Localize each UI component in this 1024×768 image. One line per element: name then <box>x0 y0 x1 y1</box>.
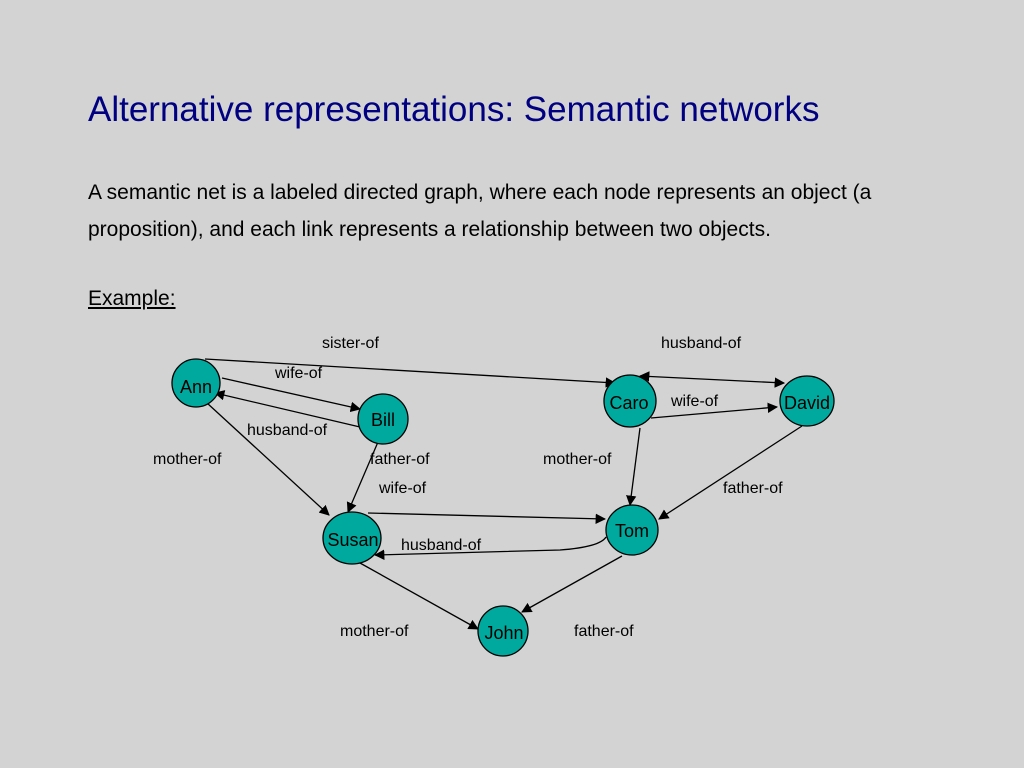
node-tom <box>605 504 659 556</box>
node-bill <box>357 393 409 445</box>
edge-label-husband-of-tom-susan: husband-of <box>401 537 482 554</box>
edge-caro-wife-of-david <box>650 402 779 419</box>
edge-label-wife-of-ann-bill: wife-of <box>274 365 323 382</box>
edge-bill-father-of-susan <box>346 441 379 513</box>
slide-body-text: A semantic net is a labeled directed gra… <box>88 181 872 241</box>
edge-label-mother-of-caro-tom: mother-of <box>543 451 612 468</box>
edge-label-wife-of-susan-tom: wife-of <box>378 480 427 497</box>
edge-label-father-of-bill-susan: father-of <box>370 451 430 468</box>
node-label-bill: Bill <box>371 410 395 430</box>
node-label-caro: Caro <box>609 393 648 413</box>
edge-susan-mother-of-john <box>359 562 479 630</box>
node-susan <box>322 511 382 565</box>
edge-caro-husband-of-david <box>638 371 786 388</box>
edge-tom-husband-of-susan <box>373 536 607 560</box>
edge-ann-wife-of-bill <box>221 377 362 413</box>
node-label-david: David <box>784 393 830 413</box>
slide-title: Alternative representations: Semantic ne… <box>88 90 820 129</box>
node-david <box>779 375 835 427</box>
node-john <box>477 605 529 657</box>
node-ann <box>171 358 221 408</box>
edge-bill-husband-of-ann <box>213 390 361 428</box>
example-label: Example: <box>88 287 176 310</box>
edge-label-father-of-tom-john: father-of <box>574 623 634 640</box>
node-label-susan: Susan <box>327 530 378 550</box>
edge-tom-father-of-john <box>521 555 623 613</box>
edge-label-mother-of-ann-susan: mother-of <box>153 451 222 468</box>
edge-label-father-of-david-tom: father-of <box>723 480 783 497</box>
edge-label-wife-of-caro-david: wife-of <box>670 393 719 410</box>
node-label-ann: Ann <box>180 377 212 397</box>
edge-label-husband-of-bill-ann: husband-of <box>247 422 328 439</box>
edge-david-father-of-tom <box>658 425 803 520</box>
edge-label-husband-of-caro-david: husband-of <box>661 335 742 352</box>
edge-ann-sister-of-caro <box>204 358 617 388</box>
node-caro <box>603 374 657 428</box>
edge-label-sister-of: sister-of <box>322 335 379 352</box>
node-label-tom: Tom <box>615 521 649 541</box>
edge-ann-mother-of-susan <box>206 402 330 516</box>
edge-susan-wife-of-tom <box>367 512 607 524</box>
edge-label-mother-of-susan-john: mother-of <box>340 623 409 640</box>
edge-caro-mother-of-tom <box>626 427 641 507</box>
node-label-john: John <box>484 623 523 643</box>
